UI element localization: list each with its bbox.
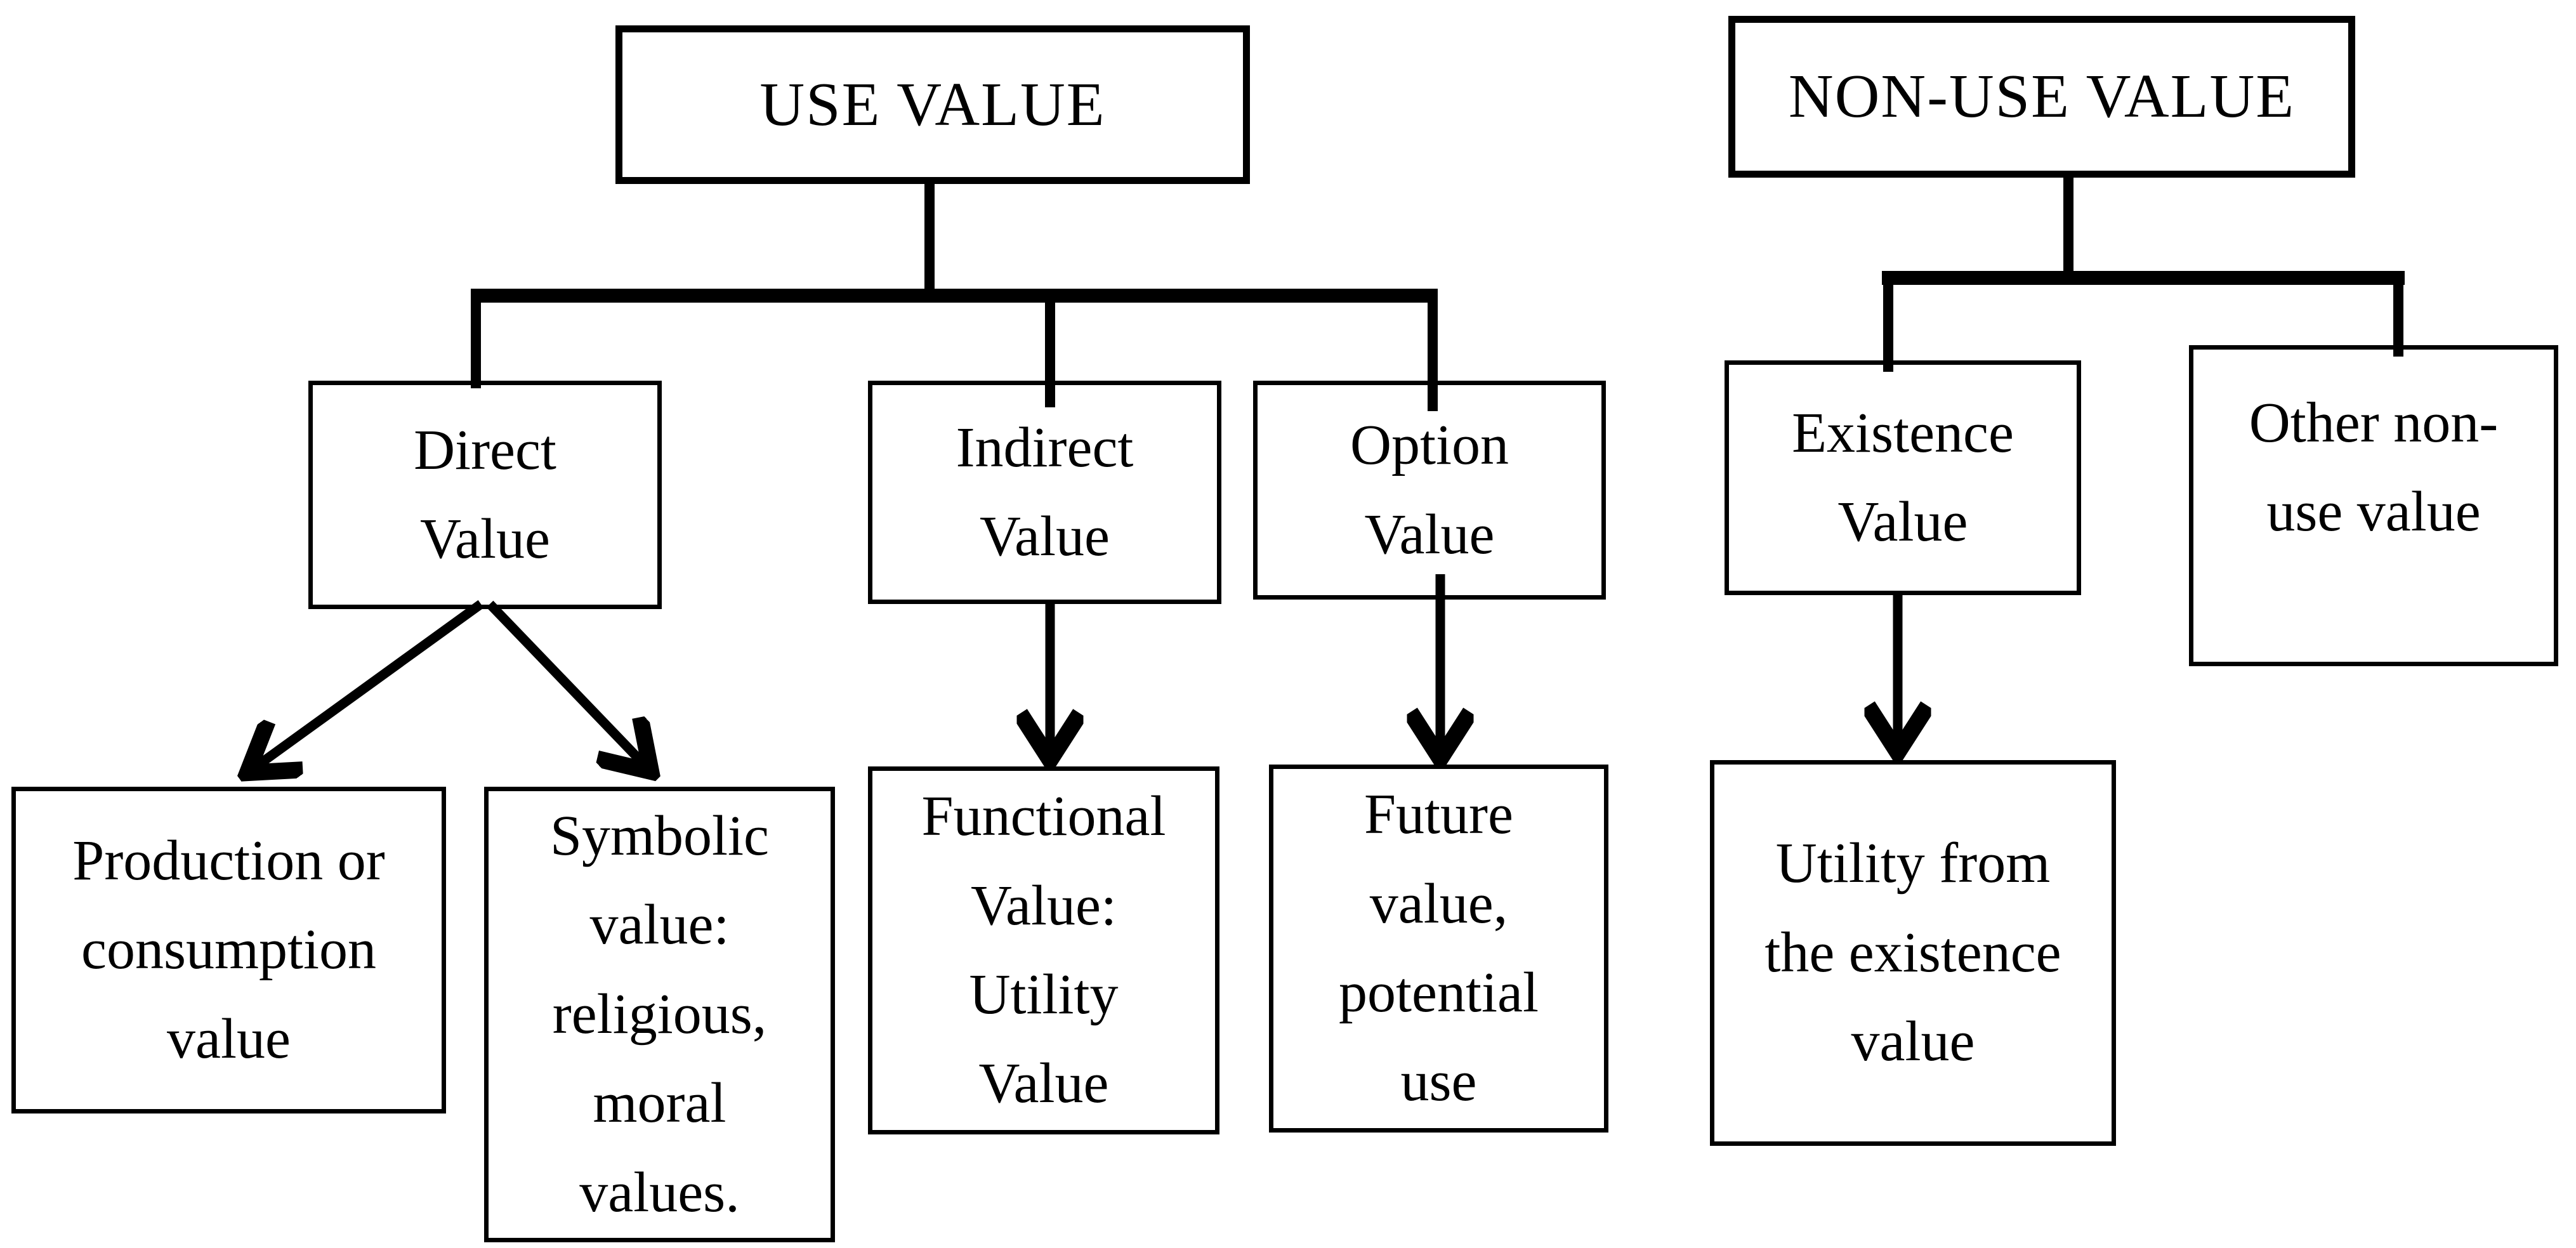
node-label-line: Symbolic [549,805,769,868]
node-label-line: Value [980,505,1110,568]
node-existence-value: Existence Value [1725,360,2081,595]
node-non-use-value: NON-USE VALUE [1728,16,2355,178]
node-label-line: Value [420,508,550,570]
node-label: NON-USE VALUE [1788,62,2296,131]
node-label-line: Functional [921,785,1166,848]
node-label-line: religious, [552,982,767,1046]
node-label-line: Value [1837,490,1968,553]
node-label-line: value: [589,893,730,957]
node-label-line: potential [1339,961,1539,1024]
node-label-line: Option [1350,414,1509,477]
node-label-line: value [1851,1010,1975,1074]
node-future-value: Future value, potential use [1269,765,1608,1133]
node-label-line: Value: [971,874,1117,937]
node-label-line: Utility [969,963,1119,1026]
node-label-line: the existence [1764,921,2061,984]
node-label-line: Future [1364,783,1513,846]
node-other-non-use-value: Other non- use value [2189,345,2558,666]
node-utility-from-existence: Utility from the existence value [1710,760,2116,1146]
node-label-line: consumption [81,918,376,982]
node-label-line: Direct [414,418,556,482]
node-production-consumption: Production or consumption value [11,787,446,1113]
arrow-direct-to-production [247,600,484,773]
node-label-line: Production or [72,829,385,892]
node-label-line: value, [1369,872,1508,935]
node-direct-value: Direct Value [308,381,662,609]
node-use-value: USE VALUE [615,25,1250,184]
node-symbolic-value: Symbolic value: religious, moral values. [484,787,835,1242]
node-label: USE VALUE [759,70,1106,139]
node-functional-value: Functional Value: Utility Value [868,766,1219,1134]
node-label-line: Value [1364,502,1495,566]
node-label-line: moral [593,1072,726,1135]
arrow-direct-to-symbolic [486,600,651,772]
node-label-line: values. [579,1160,740,1224]
node-label-line: use [1400,1050,1477,1113]
node-indirect-value: Indirect Value [868,381,1221,604]
node-label-line: Value [978,1052,1109,1115]
node-label-line: Existence [1792,401,2014,464]
node-label-line: use value [2266,480,2481,544]
node-label-line: Indirect [956,416,1134,479]
node-option-value: Option Value [1253,381,1606,600]
node-label-line: value [167,1007,291,1070]
node-label-line: Other non- [2249,391,2499,454]
node-label-line: Utility from [1775,832,2051,895]
